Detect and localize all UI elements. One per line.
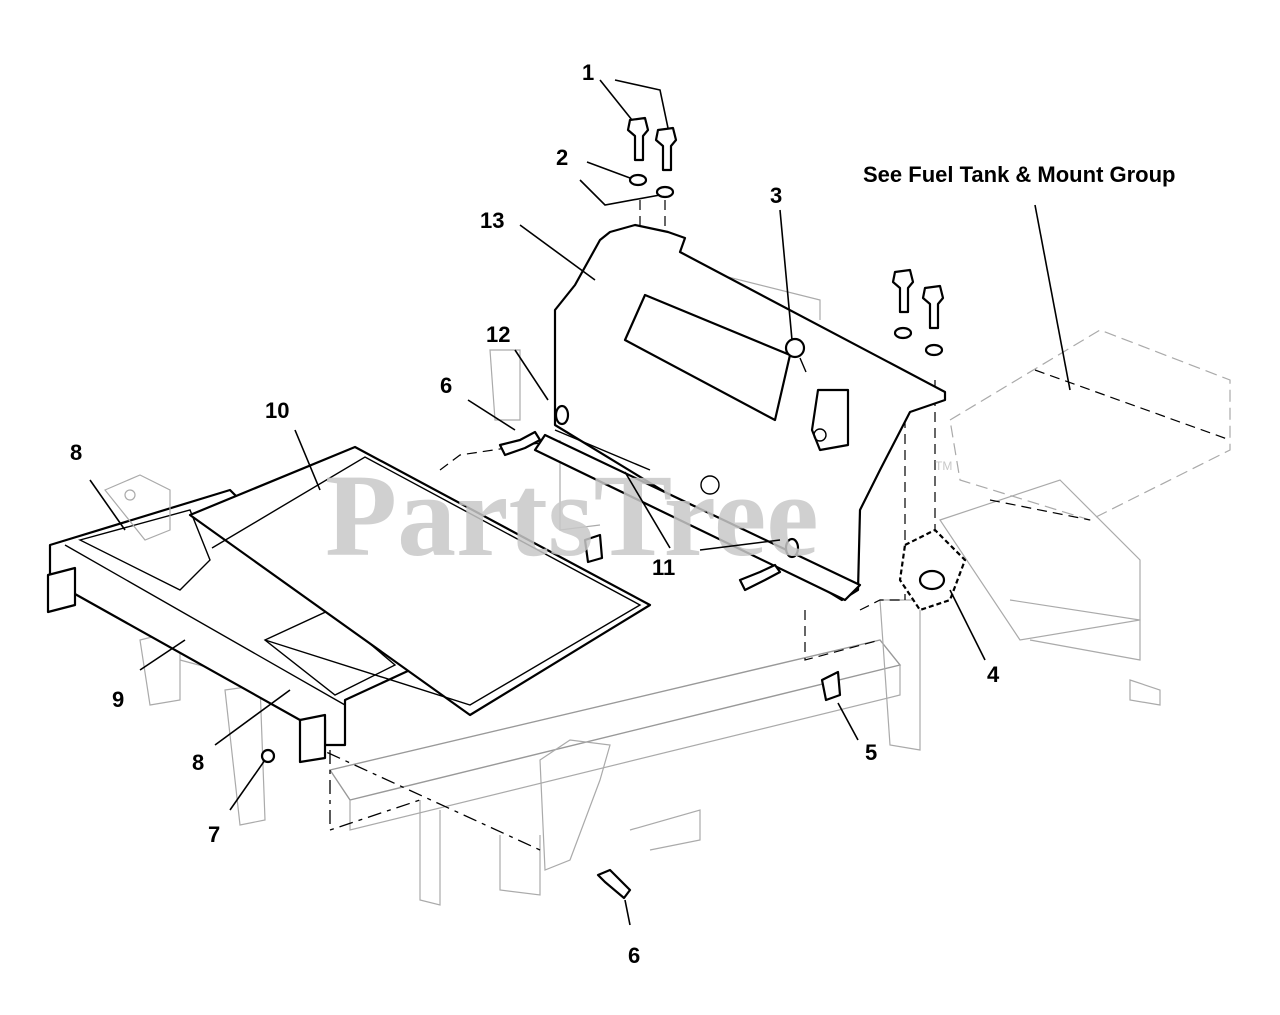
callout-11: 11 bbox=[652, 555, 675, 580]
callout-1: 1 bbox=[582, 60, 594, 85]
callout-8-upper: 8 bbox=[70, 440, 82, 465]
callout-10: 10 bbox=[265, 398, 289, 423]
callout-13: 13 bbox=[480, 208, 504, 233]
callout-6-upper: 6 bbox=[440, 373, 452, 398]
callouts: 1 2 3 4 5 6 6 7 8 8 9 10 11 12 13 bbox=[70, 60, 1000, 968]
callout-12: 12 bbox=[486, 322, 510, 347]
watermark: PartsTree bbox=[325, 450, 819, 581]
reference-note: See Fuel Tank & Mount Group bbox=[863, 162, 1176, 187]
tray-9 bbox=[46, 488, 412, 764]
callout-5: 5 bbox=[865, 740, 877, 765]
callout-4: 4 bbox=[987, 662, 1000, 687]
callout-2: 2 bbox=[556, 145, 568, 170]
callout-8-lower: 8 bbox=[192, 750, 204, 775]
leader-lines bbox=[89, 79, 1071, 926]
fasteners bbox=[260, 116, 967, 900]
bracket-left bbox=[104, 474, 171, 541]
watermark-trademark: TM bbox=[935, 459, 952, 473]
callout-3: 3 bbox=[770, 183, 782, 208]
mat-10 bbox=[188, 445, 652, 717]
callout-9: 9 bbox=[112, 687, 124, 712]
callout-6-lower: 6 bbox=[628, 943, 640, 968]
strip-11 bbox=[533, 429, 862, 602]
tractor-frame bbox=[139, 269, 1231, 906]
callout-7: 7 bbox=[208, 822, 220, 847]
